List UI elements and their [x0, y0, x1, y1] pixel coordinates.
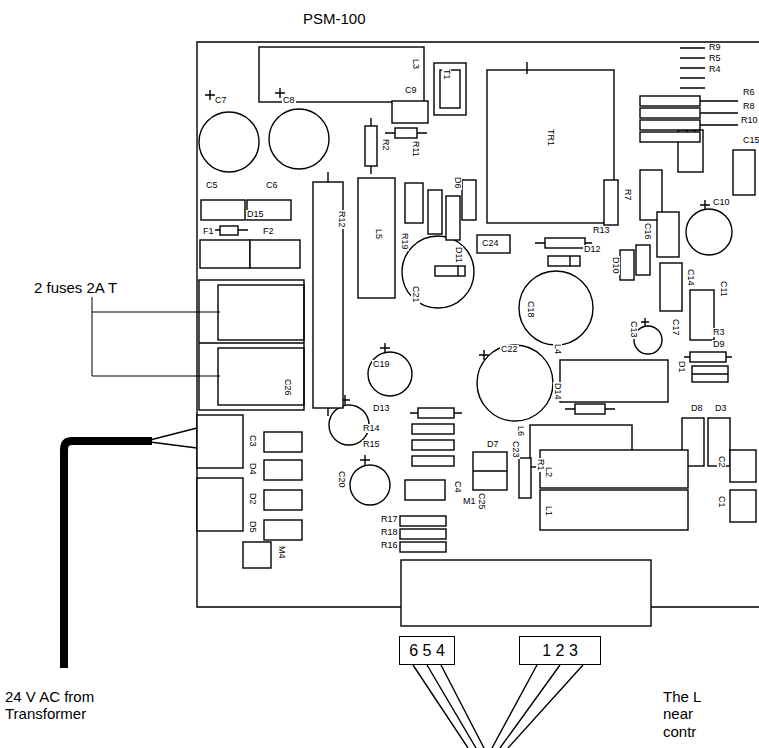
part-label: R6 — [742, 88, 756, 97]
part-label: D15 — [246, 210, 265, 219]
part-label: L1 — [544, 505, 553, 517]
part-label: M4 — [277, 545, 286, 560]
part-label: M1 — [462, 497, 477, 506]
part-label: R3 — [712, 328, 726, 337]
part-label: R11 — [411, 140, 420, 158]
part-label: L3 — [411, 58, 420, 70]
part-label: D4 — [248, 462, 257, 476]
part-label: R18 — [380, 528, 399, 537]
part-label: C16 — [643, 222, 652, 241]
part-label: C3 — [248, 434, 257, 448]
part-label: R12 — [337, 210, 346, 229]
part-label: C10 — [712, 198, 731, 207]
board-outline — [197, 42, 759, 607]
part-label: R8 — [742, 102, 756, 111]
part-label: C22 — [500, 345, 519, 354]
fuse-bracket — [92, 297, 220, 376]
part-label: C4 — [453, 480, 462, 494]
part-label: R15 — [362, 440, 381, 449]
annotation-text: 2 fuses 2A T — [34, 279, 117, 296]
part-label: C8 — [282, 96, 296, 105]
part-label: R9 — [708, 43, 722, 52]
pin-numbers: 6 5 4 — [409, 642, 445, 660]
part-label: C23 — [511, 440, 520, 459]
part-label: C15 — [742, 136, 759, 145]
diagram-title: PSM-100 — [303, 10, 366, 27]
part-label: D14 — [553, 382, 562, 401]
part-label: C9 — [404, 86, 418, 95]
part-label: C25 — [477, 492, 486, 511]
part-label: D2 — [248, 492, 257, 506]
part-label: D1 — [677, 360, 686, 374]
part-label: R4 — [708, 65, 722, 74]
part-label: D6 — [453, 176, 462, 190]
annotation-text: 24 V AC from Transformer — [5, 688, 109, 723]
part-label: C14 — [686, 268, 695, 287]
part-label: D3 — [714, 404, 728, 413]
part-label: R13 — [592, 226, 611, 235]
part-label: R10 — [740, 116, 759, 125]
part-label: R2 — [381, 138, 390, 152]
part-label: D11 — [454, 246, 463, 264]
part-label: R16 — [380, 541, 399, 550]
part-label: R7 — [623, 188, 632, 202]
part-label: L6 — [516, 425, 525, 437]
part-label: C18 — [526, 300, 535, 319]
wires — [413, 665, 583, 748]
connector-box: 6 5 4 — [399, 636, 455, 665]
part-label: D12 — [583, 245, 602, 254]
part-label: R14 — [362, 424, 381, 433]
part-label: C24 — [481, 239, 500, 248]
part-label: C2 — [717, 455, 726, 469]
part-label: C26 — [283, 378, 292, 397]
part-label: C20 — [337, 470, 346, 489]
part-label: C6 — [265, 181, 279, 190]
part-label: C11 — [719, 280, 728, 298]
part-label: C1 — [717, 495, 726, 509]
part-label: L5 — [374, 228, 383, 240]
part-label: D13 — [372, 404, 391, 413]
part-label: R5 — [708, 54, 722, 63]
cable — [64, 441, 152, 668]
part-label: F1 — [202, 227, 215, 236]
part-label: D5 — [248, 520, 257, 534]
part-label: C17 — [671, 318, 680, 337]
part-label: L2 — [544, 466, 553, 478]
part-label: D9 — [712, 340, 726, 349]
annotation-text: The L near contr — [663, 688, 715, 740]
part-label: R19 — [400, 232, 409, 251]
part-label: D8 — [690, 404, 704, 413]
part-label: F2 — [262, 227, 275, 236]
connector-box: 1 2 3 — [519, 636, 601, 665]
part-label: T1 — [442, 68, 451, 81]
part-label: C21 — [411, 285, 420, 304]
part-label: C5 — [205, 181, 219, 190]
part-label: D10 — [611, 256, 620, 275]
part-label: L4 — [553, 343, 562, 355]
part-label: C7 — [214, 96, 228, 105]
part-label: TR1 — [546, 128, 555, 147]
part-label: D7 — [486, 440, 500, 449]
part-label: R17 — [380, 515, 399, 524]
part-label: C19 — [372, 360, 391, 369]
pin-numbers: 1 2 3 — [542, 642, 578, 660]
part-label: C13 — [629, 320, 638, 339]
